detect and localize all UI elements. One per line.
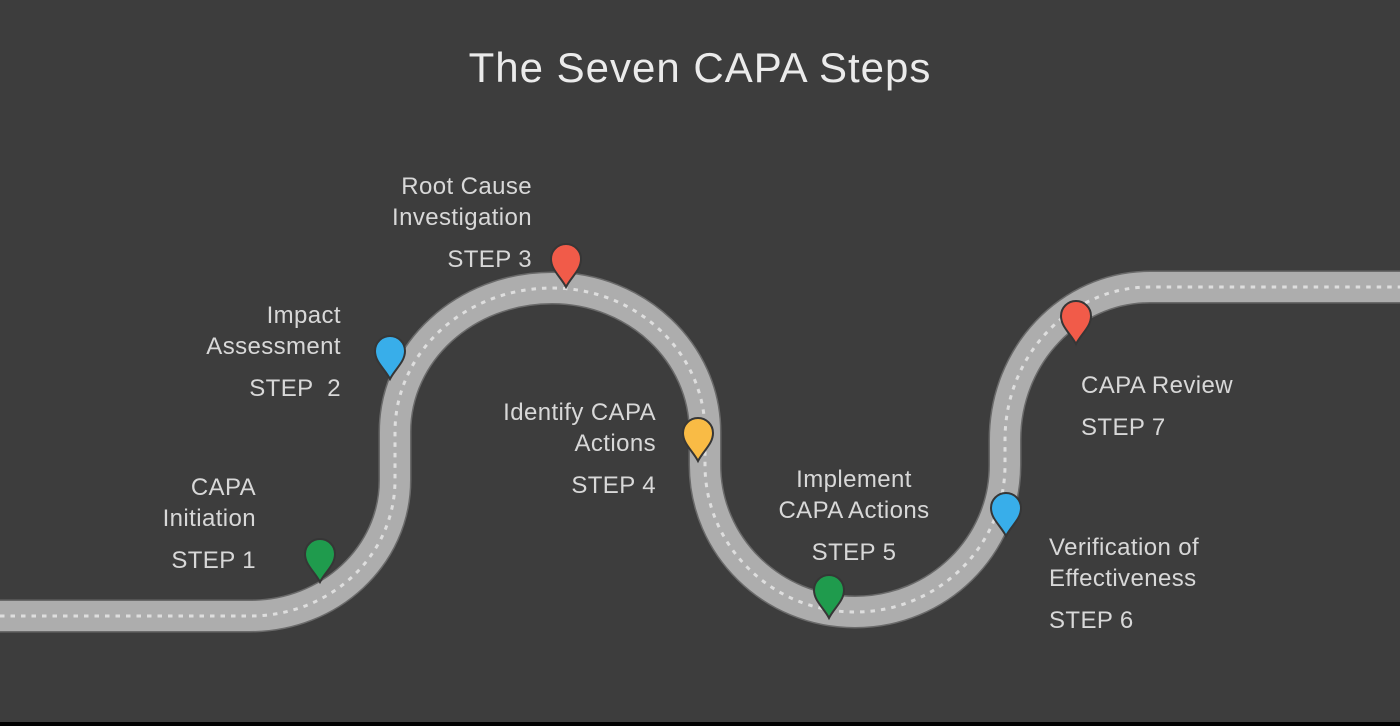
map-pin-icon-step-2 bbox=[373, 335, 407, 382]
map-pin-icon-step-5 bbox=[812, 574, 846, 621]
step-pins bbox=[303, 243, 1093, 621]
step-6-name: Verification of Effectiveness bbox=[1049, 534, 1200, 592]
step-1-label-block: CAPA Initiation STEP 1 bbox=[163, 472, 256, 576]
step-4-name: Identify CAPA Actions bbox=[503, 399, 656, 457]
map-pin-icon-step-3 bbox=[549, 243, 583, 290]
step-1-number: STEP 1 bbox=[171, 547, 256, 574]
step-5-number: STEP 5 bbox=[811, 539, 897, 566]
map-pin-icon-step-4 bbox=[681, 417, 715, 464]
step-5-label-block: Implement CAPA Actions STEP 5 bbox=[744, 464, 964, 568]
step-6-label-block: Verification of Effectiveness STEP 6 bbox=[1049, 532, 1199, 636]
step-3-name: Root Cause Investigation bbox=[392, 173, 532, 231]
step-4-label-block: Identify CAPA Actions STEP 4 bbox=[503, 397, 656, 501]
step-4-number: STEP 4 bbox=[571, 472, 656, 499]
step-2-number: STEP 2 bbox=[249, 375, 341, 402]
step-6-number: STEP 6 bbox=[1049, 607, 1134, 634]
step-3-number: STEP 3 bbox=[447, 246, 532, 273]
road-center-dash-line bbox=[0, 285, 1400, 618]
step-7-label-block: CAPA Review STEP 7 bbox=[1081, 370, 1233, 443]
step-2-label-block: Impact Assessment STEP 2 bbox=[206, 300, 341, 404]
step-5-name: Implement CAPA Actions bbox=[778, 466, 930, 524]
page-title: The Seven CAPA Steps bbox=[468, 44, 932, 91]
map-pin-icon-step-1 bbox=[303, 538, 337, 585]
step-3-label-block: Root Cause Investigation STEP 3 bbox=[392, 171, 532, 275]
step-2-name: Impact Assessment bbox=[206, 302, 341, 360]
map-pin-icon-step-6 bbox=[989, 492, 1023, 539]
step-1-name: CAPA Initiation bbox=[162, 474, 256, 532]
map-pin-icon-step-7 bbox=[1059, 300, 1093, 347]
letterbox-bottom bbox=[0, 722, 1400, 726]
step-7-number: STEP 7 bbox=[1081, 414, 1166, 441]
step-7-name: CAPA Review bbox=[1081, 372, 1234, 399]
